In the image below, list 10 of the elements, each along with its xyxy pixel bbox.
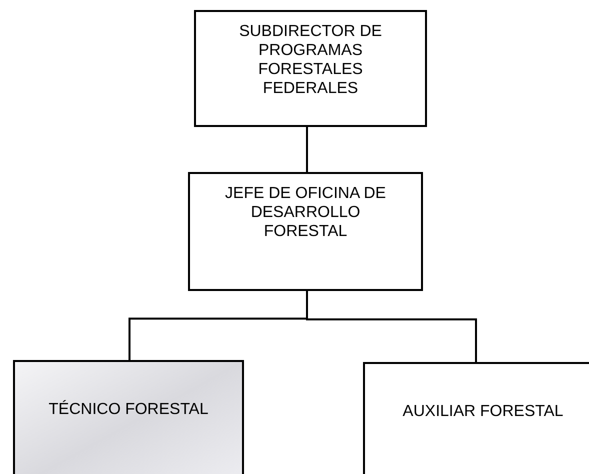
org-box <box>13 360 244 474</box>
box-label: SUBDIRECTOR DE PROGRAMAS FORESTALES FEDERALES <box>238 22 383 98</box>
org-box <box>363 362 589 474</box>
box-label: AUXILIAR FORESTAL <box>402 402 564 421</box>
connector-line <box>306 127 308 172</box>
connector-line <box>306 291 477 362</box>
box-label: TÉCNICO FORESTAL <box>48 400 210 419</box>
org-box <box>194 10 427 127</box>
org-box <box>188 172 423 291</box>
box-label: JEFE DE OFICINA DE DESARROLLO FORESTAL <box>224 184 387 241</box>
